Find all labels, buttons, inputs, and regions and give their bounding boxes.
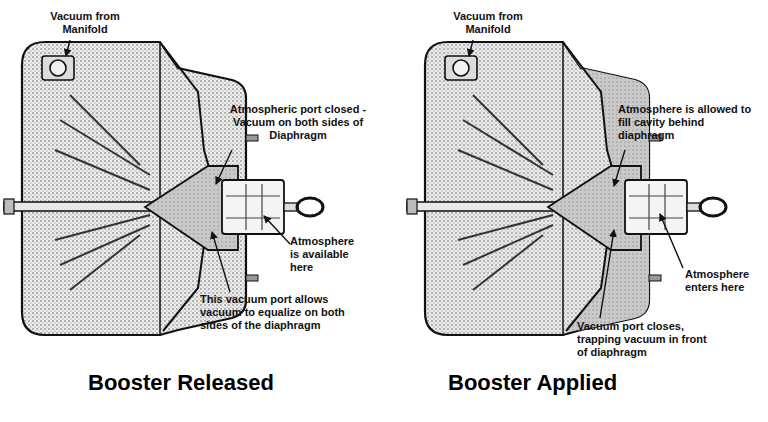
booster-internals — [4, 46, 323, 331]
callout-label: Atmospheric port closed - Vacuum on both… — [222, 103, 374, 142]
leader-line — [264, 216, 290, 244]
callout-label: Atmosphere is available here — [290, 235, 362, 274]
callout-label: Vacuum from Manifold — [40, 10, 130, 36]
leader-line — [66, 40, 70, 56]
leader-line — [614, 150, 625, 186]
leader-line — [216, 150, 232, 184]
callout-label: Vacuum port closes, trapping vacuum in f… — [577, 320, 707, 359]
leader-line — [660, 214, 683, 268]
applied-booster — [407, 42, 726, 335]
leader-line — [600, 230, 614, 318]
caption-heading: Booster Applied — [448, 370, 617, 396]
caption-heading: Booster Released — [88, 370, 274, 396]
callout-label: Atmosphere is allowed to fill cavity beh… — [618, 103, 758, 142]
callout-label: This vacuum port allows vacuum to equali… — [200, 293, 350, 332]
leader-line — [212, 232, 230, 292]
callout-label: Vacuum from Manifold — [443, 10, 533, 36]
callout-label: Atmosphere enters here — [685, 268, 755, 294]
leader-line — [469, 40, 473, 56]
booster-internals — [407, 46, 726, 331]
